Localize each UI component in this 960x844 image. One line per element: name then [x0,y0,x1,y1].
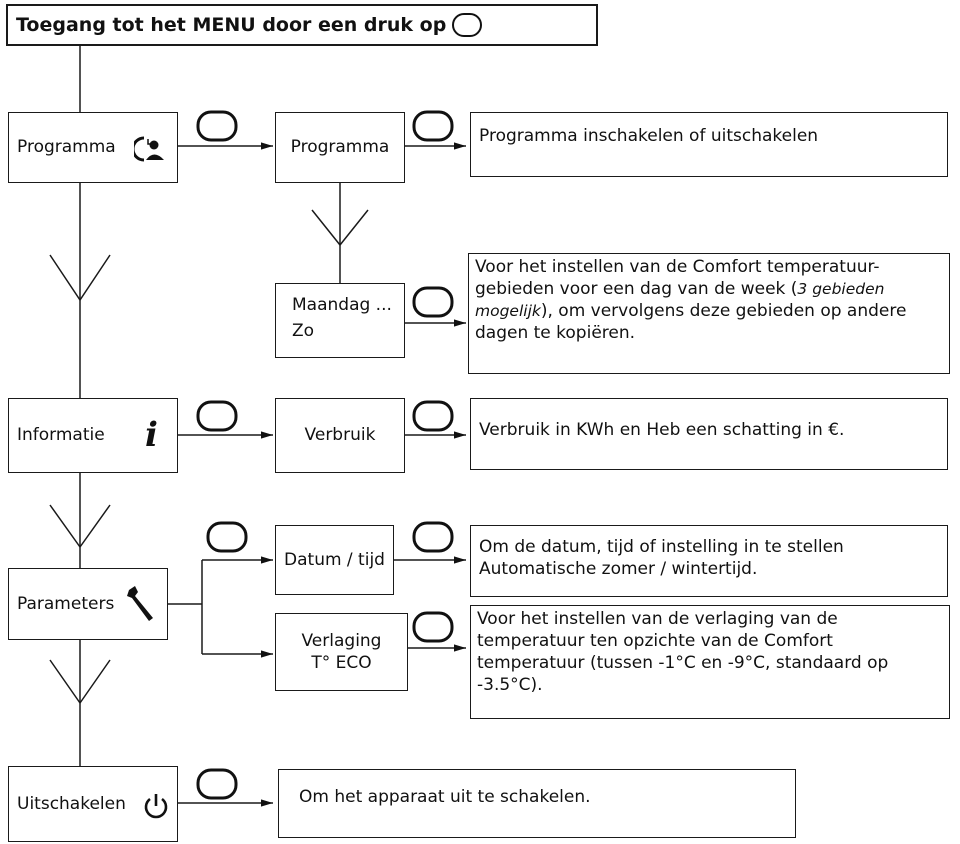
menu-programma: Programma [8,112,178,183]
desc-verlaging-text: Voor het instellen van de verlaging van … [477,609,889,696]
desc-verlaging: Voor het instellen van de verlaging van … [470,605,950,719]
menu-uitschakelen: Uitschakelen [8,766,178,842]
desc-maandag-text-b: ), om vervolgens deze gebieden op andere… [475,301,907,344]
down-chevron-icon [49,254,111,302]
desc-verbruik-text: Verbruik in KWh en Heb een schatting in … [479,420,845,440]
power-icon [144,794,168,819]
ok-button-oval-icon [452,13,483,37]
ok-button-oval-icon [206,521,248,553]
down-chevron-icon [49,659,111,705]
down-chevron-icon [49,504,111,549]
menu-programma-label: Programma [17,137,116,158]
ok-button-oval-icon [412,286,454,318]
desc-uitschakelen: Om het apparaat uit te schakelen. [278,769,796,838]
submenu-verlaging: Verlaging T° ECO [275,613,408,691]
submenu-maandag-zo: Maandag ... Zo [275,283,405,358]
desc-datum-line1: Om de datum, tijd of instelling in te st… [479,537,844,557]
ok-button-oval-icon [412,521,454,553]
submenu-eco-label: T° ECO [311,653,372,673]
ok-button-oval-icon [412,110,454,142]
submenu-zo-label: Zo [292,321,315,342]
submenu-datum-tijd: Datum / tijd [275,525,394,595]
title-text: Toegang tot het MENU door een druk op [16,13,447,36]
down-chevron-icon [311,209,369,247]
submenu-maandag-label: Maandag ... [292,295,392,315]
ok-button-oval-icon [412,611,454,643]
submenu-datum-label: Datum / tijd [284,549,385,570]
desc-programma: Programma inschakelen of uitschakelen [470,112,948,177]
desc-verbruik: Verbruik in KWh en Heb een schatting in … [470,398,948,470]
desc-programma-text: Programma inschakelen of uitschakelen [479,126,819,146]
ok-button-oval-icon [196,110,238,142]
desc-maandag-italic: 3 gebieden mogelijk [475,280,885,321]
desc-maandag-text-a: Voor het instellen van de Comfort temper… [475,257,880,300]
submenu-programma: Programma [275,112,405,183]
submenu-verbruik: Verbruik [275,398,405,473]
menu-access-title: Toegang tot het MENU door een druk op [6,4,598,46]
desc-maandag: Voor het instellen van de Comfort temper… [468,253,950,374]
desc-uitschakelen-text: Om het apparaat uit te schakelen. [299,787,591,807]
menu-parameters: Parameters [8,568,168,640]
ok-button-oval-icon [196,768,238,800]
submenu-verbruik-label: Verbruik [304,425,376,446]
desc-datum-line2: Automatische zomer / wintertijd. [479,559,758,580]
menu-informatie-label: Informatie [17,425,105,446]
menu-informatie: Informatie i [8,398,178,473]
submenu-programma-label: Programma [290,137,390,158]
program-clock-icon [134,136,164,162]
menu-parameters-label: Parameters [17,593,115,614]
info-i-icon: i [145,415,158,455]
menu-uitschakelen-label: Uitschakelen [17,793,126,814]
submenu-verlaging-label: Verlaging [301,630,382,651]
desc-datum: Om de datum, tijd of instelling in te st… [470,525,948,597]
ok-button-oval-icon [412,400,454,432]
wrench-icon [127,586,153,621]
ok-button-oval-icon [196,400,238,432]
